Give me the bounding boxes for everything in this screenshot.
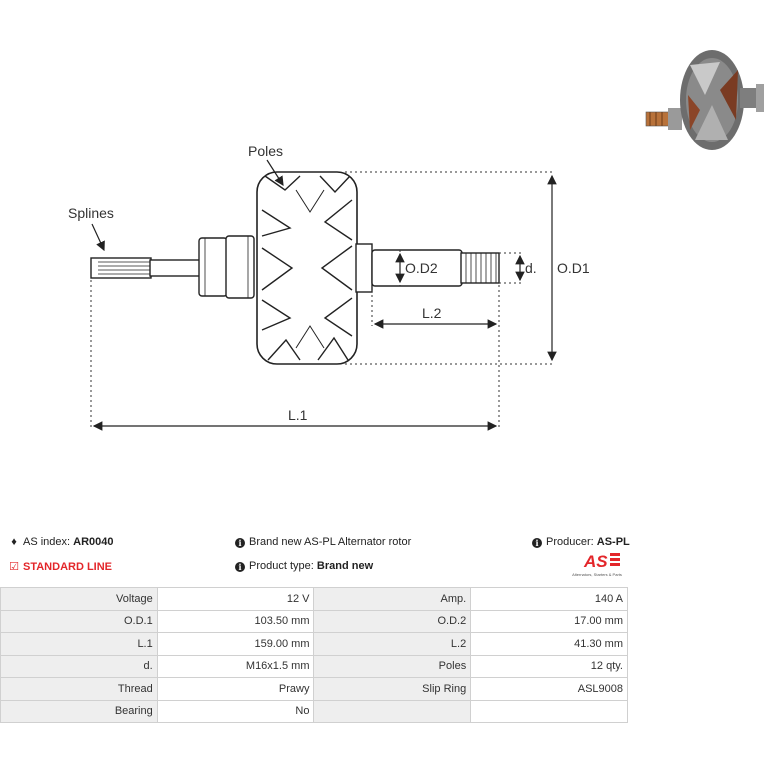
spec-value: 103.50 mm (156, 609, 315, 633)
spec-label (313, 699, 472, 723)
info-icon: i (235, 562, 245, 572)
spec-label: O.D.2 (313, 609, 472, 633)
label-splines: Splines (68, 205, 114, 221)
tag-icon: ♦ (11, 536, 17, 548)
spec-label: Slip Ring (313, 677, 472, 701)
as-index-value: AR0040 (73, 536, 114, 548)
spec-value: M16x1.5 mm (156, 654, 315, 678)
label-l2: L.2 (422, 305, 442, 321)
label-l1: L.1 (288, 407, 308, 423)
label-poles: Poles (248, 143, 283, 159)
spec-value: ASL9008 (470, 677, 628, 701)
spec-value: 140 A (470, 587, 628, 611)
spec-value: 41.30 mm (470, 632, 628, 656)
spec-label: Poles (313, 654, 472, 678)
rotor-technical-drawing: Poles Splines O.D1 O.D2 d. L.2 L.1 (68, 50, 764, 431)
dimension-arrows (91, 159, 557, 431)
label-d: d. (525, 260, 537, 276)
as-index: ♦AS index: AR0040 (8, 536, 114, 548)
label-od2: O.D2 (405, 260, 438, 276)
spec-value: No (156, 699, 315, 723)
info-icon: i (532, 538, 542, 548)
spec-label: O.D.1 (0, 609, 158, 633)
spec-value: 17.00 mm (470, 609, 628, 633)
label-od1: O.D1 (557, 260, 590, 276)
spec-label: Voltage (0, 587, 158, 611)
product-type-value: Brand new (316, 560, 374, 572)
as-pl-logo: AS Alternators, Starters & Parts (562, 550, 632, 580)
producer-value: AS-PL (596, 536, 630, 548)
spec-label: Bearing (0, 699, 158, 723)
spec-value: 12 qty. (470, 654, 628, 678)
checkbox-icon: ☑ (9, 561, 19, 573)
standard-line: ☑STANDARD LINE (9, 561, 113, 573)
spec-label: L.1 (0, 632, 158, 656)
as-logo-mark: AS (583, 552, 620, 571)
spec-value (470, 699, 628, 723)
spec-value: Prawy (156, 677, 315, 701)
spec-value: 159.00 mm (156, 632, 315, 656)
rotor-outline (90, 171, 500, 365)
spec-label: Thread (0, 677, 158, 701)
spec-label: L.2 (313, 632, 472, 656)
logo-tagline: Alternators, Starters & Parts (572, 572, 622, 577)
spec-value: 12 V (156, 587, 315, 611)
svg-text:AS: AS (583, 552, 608, 571)
spec-label: d. (0, 654, 158, 678)
info-icon: i (235, 538, 245, 548)
rotor-product-photo (645, 50, 764, 152)
spec-label: Amp. (313, 587, 472, 611)
